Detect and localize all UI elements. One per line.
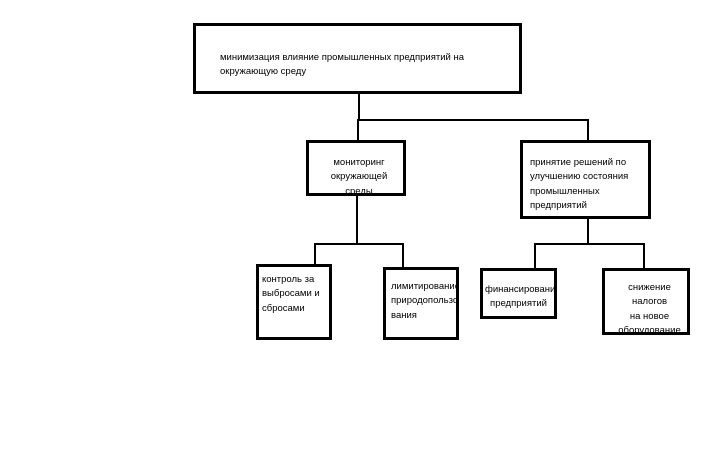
connector-to-emissions-control xyxy=(314,243,316,265)
node-nature-use-limits: лимитирование природопользо- вания xyxy=(383,267,459,340)
connector-to-tax-reduction xyxy=(643,243,645,269)
connector-to-financing xyxy=(534,243,536,269)
root-node-label: минимизация влияние промышленных предпри… xyxy=(220,52,464,78)
root-node: минимизация влияние промышленных предпри… xyxy=(193,23,522,94)
connector-left-branch-down xyxy=(356,195,358,244)
node-decision-making-label: принятие решений по улучшению состояния … xyxy=(530,157,629,211)
connector-to-right-branch xyxy=(587,119,589,141)
node-financing-label: финансирование предприятий xyxy=(485,284,557,310)
node-emissions-control-label: контроль за выбросами и сбросами xyxy=(262,274,320,314)
node-tax-reduction: снижение налогов на новое оборудование xyxy=(602,268,690,335)
connector-root-down xyxy=(358,92,360,120)
connector-right-branch-down xyxy=(587,218,589,244)
node-financing: финансирование предприятий xyxy=(480,268,557,319)
node-tax-reduction-label: снижение налогов на новое оборудование xyxy=(618,282,681,335)
node-emissions-control: контроль за выбросами и сбросами xyxy=(256,264,332,340)
connector-right-children-bar xyxy=(534,243,645,245)
connector-level1-bar xyxy=(357,119,589,121)
node-monitoring-label: мониторинг окружающей среды xyxy=(330,157,388,196)
node-decision-making: принятие решений по улучшению состояния … xyxy=(520,140,651,219)
connector-to-nature-use-limits xyxy=(402,243,404,268)
connector-to-left-branch xyxy=(357,119,359,141)
node-monitoring: мониторинг окружающей среды xyxy=(306,140,406,196)
node-nature-use-limits-label: лимитирование природопользо- вания xyxy=(391,281,459,321)
connector-left-children-bar xyxy=(314,243,404,245)
